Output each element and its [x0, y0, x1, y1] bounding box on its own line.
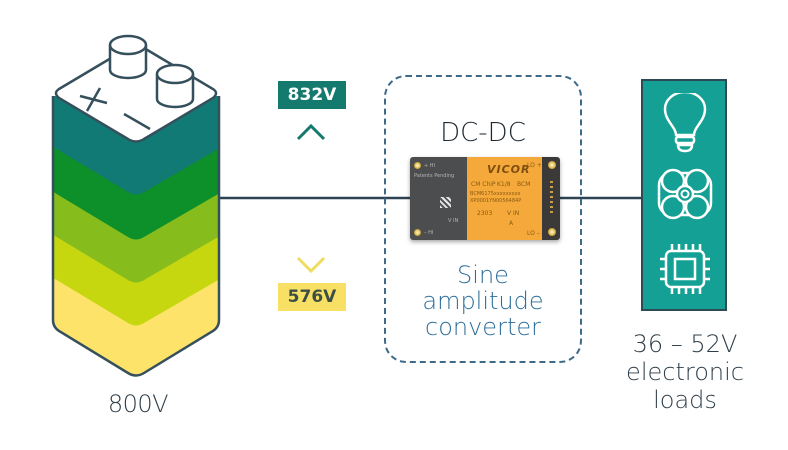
- voltage-range-arrow: [296, 123, 326, 274]
- positive-terminal: [108, 34, 148, 80]
- converter-description-line: converter: [425, 313, 541, 341]
- vicor-logo: VICOR: [487, 163, 531, 176]
- converter-group-box: [384, 75, 582, 363]
- module-pin-hi-plus: [414, 162, 421, 169]
- module-text: Patents Pending: [414, 173, 455, 179]
- module-text: K1/8: [497, 181, 511, 188]
- fan-icon: [657, 168, 713, 220]
- module-text: V IN: [448, 218, 459, 224]
- module-pin-lo-plus: [548, 161, 556, 169]
- module-pin-hi-minus: [414, 229, 421, 236]
- battery-voltage-label: 800V: [107, 390, 169, 418]
- module-text: 2303: [477, 210, 493, 217]
- loads-voltage-label: 36 – 52V: [632, 330, 738, 358]
- negative-terminal: [155, 63, 195, 109]
- module-gold-section: VICOR LO + CM ChiP K1/8 BCM BCM6175xxxxx…: [467, 157, 542, 240]
- qr-code-icon: [440, 197, 451, 208]
- loads-panel: [641, 79, 727, 311]
- negative-terminal-sign: [123, 112, 151, 131]
- module-text: – HI: [424, 230, 434, 236]
- battery-outline: [51, 96, 221, 377]
- max-voltage-badge: 832V: [278, 81, 346, 109]
- module-pin-lo-minus: [548, 228, 556, 236]
- positive-terminal-sign: [79, 87, 108, 112]
- module-text: CM ChiP: [471, 181, 496, 188]
- converter-description: Sine amplitude converter: [384, 262, 582, 340]
- converter-title: DC-DC: [440, 118, 526, 148]
- vicor-module: + HI Patents Pending V IN – HI VICOR LO …: [410, 157, 560, 240]
- module-text: BCM6175xxxxxxxxx: [470, 191, 521, 197]
- module-text: + HI: [424, 163, 436, 169]
- module-connector-section: [542, 157, 560, 240]
- loads-description-line: loads: [653, 386, 717, 414]
- arrow-up-head: [296, 123, 326, 141]
- module-text: V IN: [507, 210, 520, 217]
- module-dark-section: + HI Patents Pending V IN – HI: [410, 157, 467, 240]
- module-text: BCM: [517, 181, 531, 188]
- loads-description: 36 – 52V electronic loads: [610, 330, 760, 414]
- arrow-down-head: [296, 256, 326, 274]
- converter-description-line: Sine: [457, 261, 509, 289]
- lightbulb-icon: [663, 93, 707, 153]
- converter-description-line: amplitude: [422, 287, 544, 315]
- loads-description-line: electronic: [626, 358, 744, 386]
- module-text: LO +: [527, 162, 542, 169]
- module-text: A: [509, 220, 514, 227]
- min-voltage-badge: 576V: [278, 283, 346, 311]
- signal-pins: [550, 181, 553, 215]
- chip-icon: [660, 244, 710, 294]
- module-text: LO –: [527, 230, 540, 237]
- module-text: XP0001YN0056484P: [470, 198, 522, 204]
